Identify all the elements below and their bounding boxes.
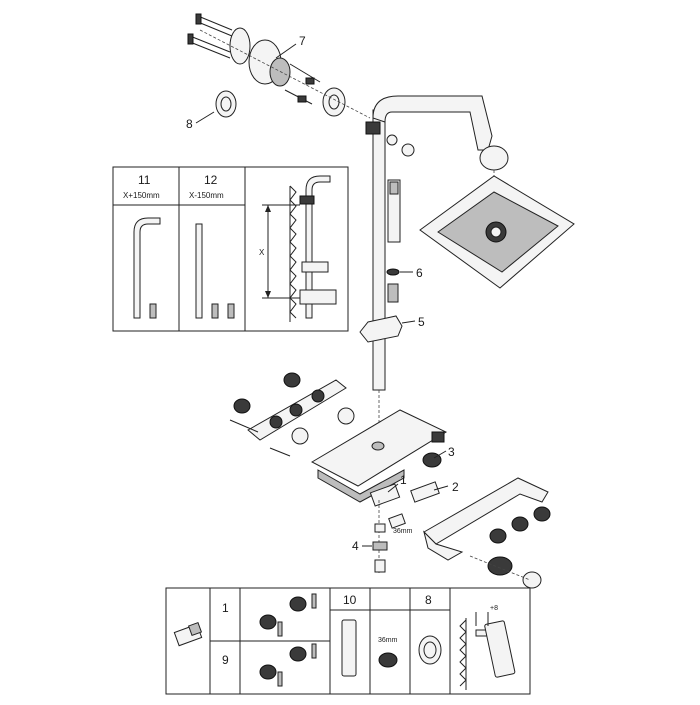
inset-number-11: 11: [138, 173, 151, 187]
bottom-col-10: 10: [343, 593, 357, 607]
callout-1: 1: [400, 473, 407, 487]
bottom-offset-label: +8: [490, 605, 498, 612]
callout-5: 5: [418, 315, 425, 329]
callout-8: 8: [186, 117, 193, 131]
callout-7: 7: [299, 34, 306, 48]
bottom-panel-spare-parts: [165, 587, 531, 695]
callout-4: 4: [352, 539, 359, 553]
thermostat-mixer-assembly: [229, 372, 551, 589]
bottom-row-1: 1: [222, 601, 229, 615]
bottom-row-9: 9: [222, 653, 229, 667]
inset-dimension-x: X: [259, 248, 265, 257]
bottom-col-8: 8: [425, 593, 432, 607]
main-wrench-size: 36mm: [393, 528, 413, 535]
inset-panel-extension-options: [112, 166, 349, 332]
wall-bracket-assembly: [187, 13, 371, 119]
callout-3: 3: [448, 445, 455, 459]
inset-size-11: X+150mm: [123, 191, 160, 200]
callout-2: 2: [452, 480, 459, 494]
callout-6: 6: [416, 266, 423, 280]
inset-number-12: 12: [204, 173, 218, 187]
inset-size-12: X-150mm: [189, 191, 224, 200]
bottom-col-10-size: 36mm: [378, 637, 398, 644]
shower-arm-and-head: [359, 95, 575, 430]
